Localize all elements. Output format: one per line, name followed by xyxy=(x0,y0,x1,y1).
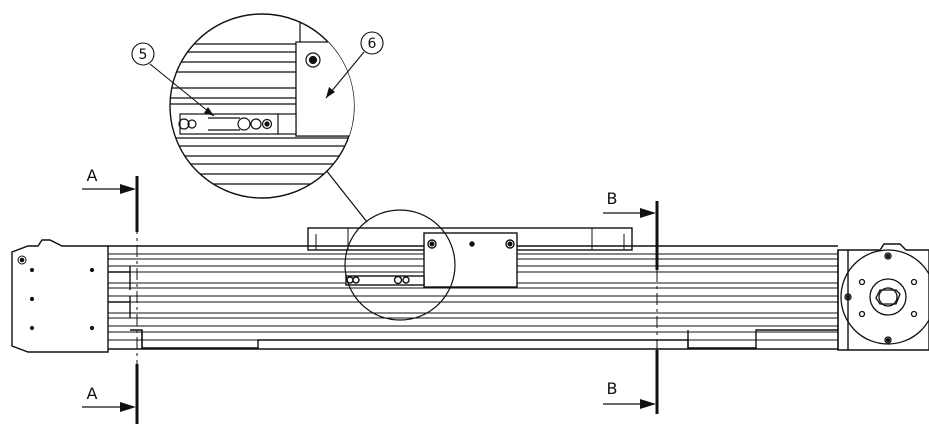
callout-6: 6 xyxy=(325,31,384,99)
callout-5: 5 xyxy=(131,42,215,117)
motor-flange xyxy=(840,249,929,345)
carriage xyxy=(307,227,633,288)
section-a-top-label: A xyxy=(87,166,98,185)
callout-6-label: 6 xyxy=(368,36,377,52)
section-line-a xyxy=(82,176,139,424)
callout-5-label: 5 xyxy=(139,47,148,63)
section-line-b xyxy=(603,201,659,414)
section-b-bottom-label: B xyxy=(607,379,618,398)
section-a-bottom-label: A xyxy=(87,384,98,403)
detail-view xyxy=(169,13,355,199)
left-end-cap-holes xyxy=(17,255,95,331)
section-b-top-label: B xyxy=(607,189,618,208)
detail-leader xyxy=(321,164,456,321)
